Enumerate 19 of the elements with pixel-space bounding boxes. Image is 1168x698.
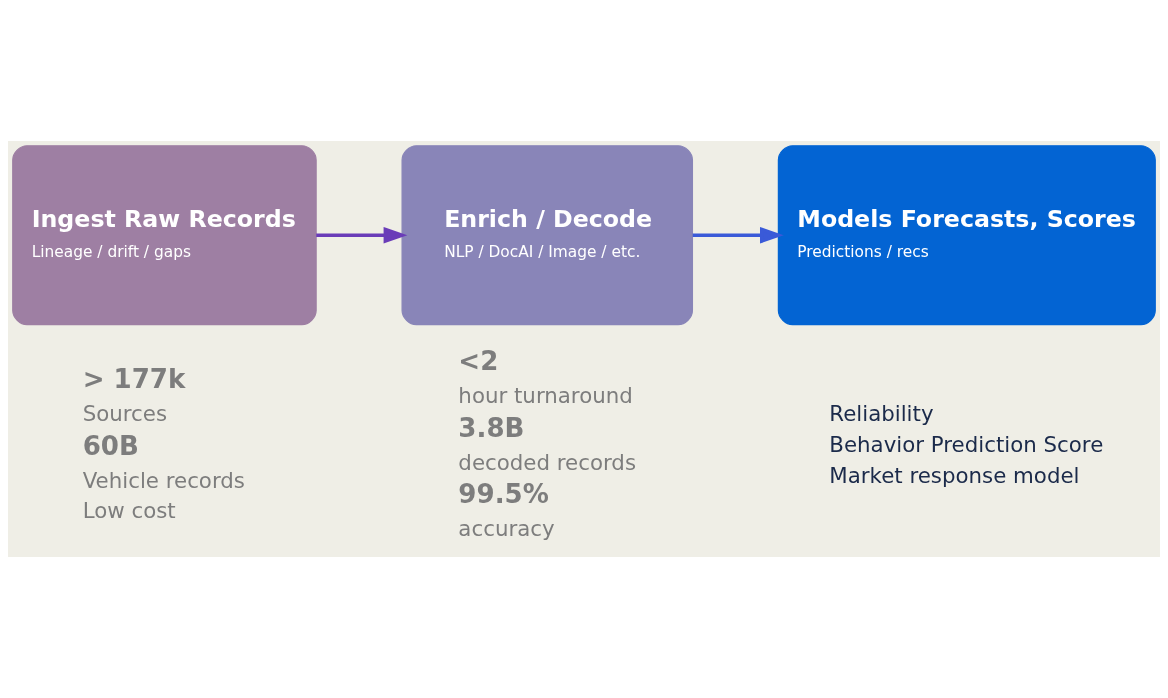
node-label: Low cost: [82, 498, 176, 524]
node-label: hour turnaround: [458, 383, 633, 409]
node-box: Enrich / Decode NLP / DocAI / Image / etc.: [401, 145, 694, 326]
node-label: 3.8B: [458, 412, 525, 443]
arrow: [316, 226, 408, 244]
node-label: Vehicle records: [82, 467, 245, 493]
node-label: 99.5%: [458, 479, 549, 510]
node-label: <2: [458, 346, 499, 377]
node-label: Sources: [82, 401, 168, 427]
node-label: Reliability: [829, 401, 934, 427]
node-box: Models Forecasts, Scores Predictions / recs: [777, 145, 1156, 326]
node-label: accuracy: [458, 516, 555, 542]
node-label: Behavior Prediction Score: [829, 431, 1104, 457]
node-label: Market response model: [829, 462, 1080, 488]
node-label: > 177k: [82, 364, 186, 395]
arrow: [692, 226, 784, 244]
node-box: Ingest Raw Records Lineage / drift / gaps: [12, 145, 317, 326]
node-label: 60B: [82, 430, 139, 461]
node-label: decoded records: [458, 449, 637, 475]
